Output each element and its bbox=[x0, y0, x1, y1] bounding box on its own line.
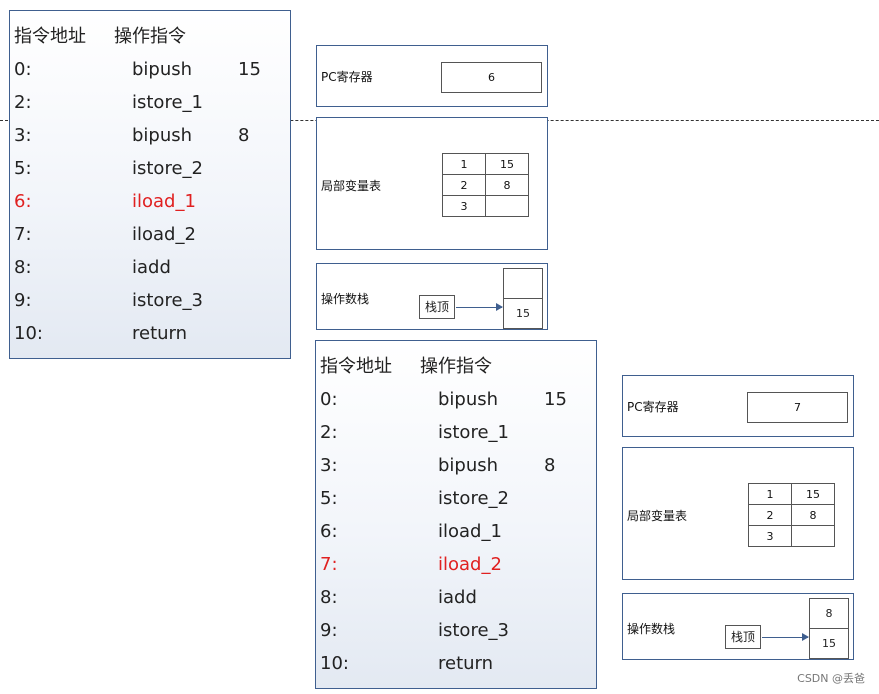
stack-top-label: 栈顶 bbox=[419, 295, 455, 319]
operand-stack: 15 bbox=[503, 268, 543, 329]
operand-stack-label: 操作数栈 bbox=[321, 292, 370, 306]
pc-register-label: PC寄存器 bbox=[321, 70, 373, 84]
header-instruction: 操作指令 bbox=[420, 356, 492, 377]
local-slot-index: 2 bbox=[442, 174, 486, 196]
local-variables-label: 局部变量表 bbox=[627, 509, 688, 523]
instruction-opcode: return bbox=[438, 653, 494, 674]
instruction-opcode: bipush bbox=[438, 455, 499, 476]
instruction-opcode: bipush bbox=[132, 59, 193, 80]
stack-top-arrow bbox=[456, 303, 503, 311]
stack-top-label: 栈顶 bbox=[725, 625, 761, 649]
instruction-opcode: iload_1 bbox=[132, 191, 196, 212]
header-instruction: 操作指令 bbox=[114, 26, 186, 47]
operand-stack: 8 15 bbox=[809, 598, 849, 659]
instruction-opcode: istore_1 bbox=[132, 92, 203, 113]
local-slot-value: 15 bbox=[485, 153, 529, 175]
instruction-address: 3: bbox=[14, 125, 32, 146]
instruction-opcode: iload_1 bbox=[438, 521, 502, 542]
instruction-opcode: iload_2 bbox=[438, 554, 502, 575]
watermark: CSDN @丢爸 bbox=[797, 672, 865, 685]
operand-stack-box: 操作数栈 栈顶 15 bbox=[316, 263, 548, 330]
instruction-address: 8: bbox=[14, 257, 32, 278]
instruction-address: 0: bbox=[14, 59, 32, 80]
operand-stack-label: 操作数栈 bbox=[627, 622, 676, 636]
stack-slot: 15 bbox=[810, 628, 848, 658]
instruction-address: 2: bbox=[14, 92, 32, 113]
instruction-address: 5: bbox=[320, 488, 338, 509]
stack-slot: 8 bbox=[825, 607, 833, 620]
local-slot-value: 15 bbox=[791, 483, 835, 505]
instruction-opcode: bipush bbox=[438, 389, 499, 410]
instruction-address: 3: bbox=[320, 455, 338, 476]
local-slot-index: 1 bbox=[748, 483, 792, 505]
instruction-address: 7: bbox=[14, 224, 32, 245]
instruction-address: 10: bbox=[320, 653, 349, 674]
local-slot-value bbox=[791, 525, 835, 547]
instruction-address: 6: bbox=[320, 521, 338, 542]
instruction-opcode: istore_1 bbox=[438, 422, 509, 443]
stack-slot: 15 bbox=[504, 298, 542, 328]
pc-register-box: PC寄存器 6 bbox=[316, 45, 548, 107]
stack-slot bbox=[504, 269, 542, 298]
instruction-operand: 15 bbox=[238, 59, 261, 80]
instruction-opcode: istore_2 bbox=[438, 488, 509, 509]
instruction-operand: 15 bbox=[544, 389, 567, 410]
header-address: 指令地址 bbox=[320, 356, 392, 377]
instruction-address: 0: bbox=[320, 389, 338, 410]
local-slot-value bbox=[485, 195, 529, 217]
local-slot-value: 8 bbox=[791, 504, 835, 526]
operand-stack-box: 操作数栈 栈顶 8 15 bbox=[622, 593, 854, 660]
instruction-address: 8: bbox=[320, 587, 338, 608]
instruction-panel: 指令地址 操作指令 0: bipush 15 2: istore_1 3: bipush 8 5… bbox=[9, 10, 291, 359]
local-variable-row: 3 bbox=[442, 195, 529, 217]
local-variable-row: 3 bbox=[748, 525, 835, 547]
local-slot-index: 3 bbox=[748, 525, 792, 547]
instruction-opcode: bipush bbox=[132, 125, 193, 146]
stack-top-arrow bbox=[762, 633, 809, 641]
instruction-address: 7: bbox=[320, 554, 338, 575]
instruction-address: 10: bbox=[14, 323, 43, 344]
instruction-opcode: iadd bbox=[438, 587, 477, 608]
pc-register-value: 6 bbox=[441, 62, 542, 93]
instruction-opcode: istore_3 bbox=[132, 290, 203, 311]
instruction-panel: 指令地址 操作指令 0: bipush 15 2: istore_1 3: bipush 8 5… bbox=[315, 340, 597, 689]
instruction-address: 9: bbox=[320, 620, 338, 641]
instruction-opcode: return bbox=[132, 323, 188, 344]
local-slot-index: 1 bbox=[442, 153, 486, 175]
pc-register-box: PC寄存器 7 bbox=[622, 375, 854, 437]
instruction-opcode: iadd bbox=[132, 257, 171, 278]
local-variables-label: 局部变量表 bbox=[321, 179, 382, 193]
instruction-address: 2: bbox=[320, 422, 338, 443]
pc-register-label: PC寄存器 bbox=[627, 400, 679, 414]
pc-register-value: 7 bbox=[747, 392, 848, 423]
instruction-address: 5: bbox=[14, 158, 32, 179]
instruction-operand: 8 bbox=[544, 455, 556, 476]
header-address: 指令地址 bbox=[14, 26, 86, 47]
instruction-operand: 8 bbox=[238, 125, 250, 146]
local-slot-index: 2 bbox=[748, 504, 792, 526]
instruction-address: 6: bbox=[14, 191, 32, 212]
local-slot-value: 8 bbox=[485, 174, 529, 196]
instruction-address: 9: bbox=[14, 290, 32, 311]
instruction-opcode: iload_2 bbox=[132, 224, 196, 245]
instruction-opcode: istore_2 bbox=[132, 158, 203, 179]
instruction-opcode: istore_3 bbox=[438, 620, 509, 641]
local-slot-index: 3 bbox=[442, 195, 486, 217]
